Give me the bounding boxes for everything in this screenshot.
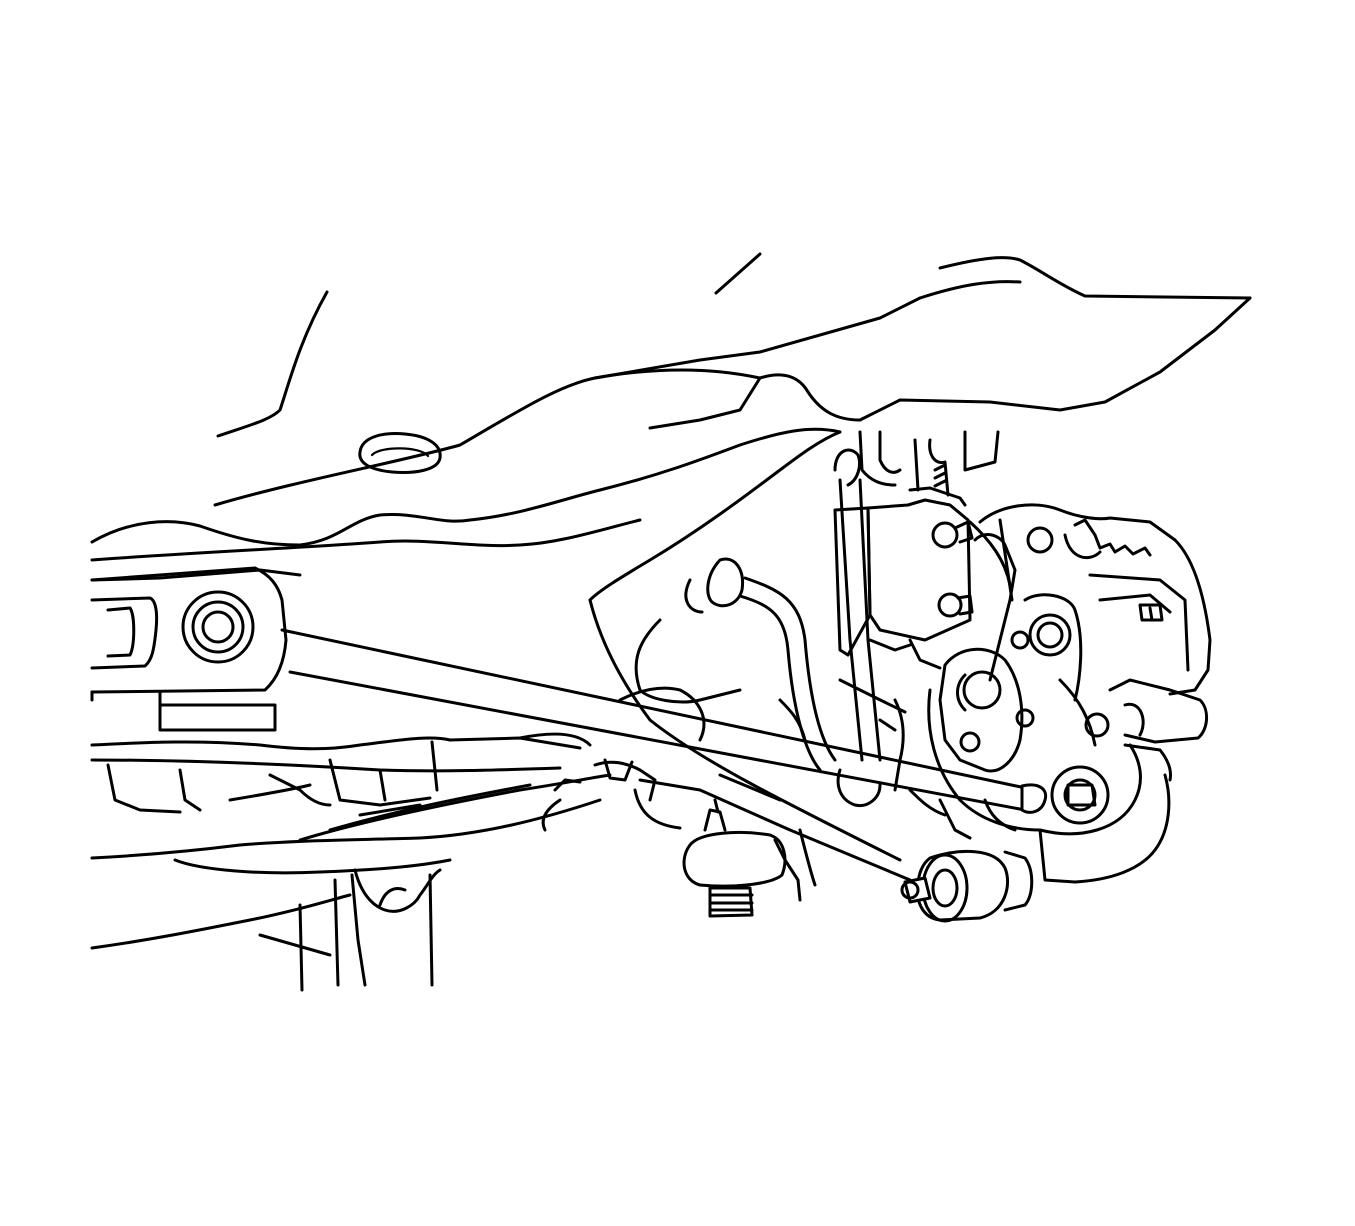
lower-ball-joint <box>682 798 817 918</box>
lateral-link-rod <box>280 628 1048 814</box>
knuckle-pivot-bolt <box>908 765 1110 840</box>
bracket-bolts <box>931 520 974 618</box>
trailing-arm-bushing <box>181 590 255 664</box>
stabilizer-bar <box>618 557 837 772</box>
steering-knuckle <box>927 647 1172 884</box>
brake-caliper <box>978 503 1212 744</box>
lower-left-members <box>258 868 442 992</box>
underbody-floor-pan <box>213 252 1252 507</box>
floor-grommet <box>358 432 442 474</box>
link-end-bushing <box>900 849 1034 923</box>
mid-bracket <box>541 678 907 832</box>
knuckle-bracket <box>833 498 972 670</box>
lower-control-link <box>588 598 912 882</box>
lower-subframe <box>90 732 612 950</box>
subframe-upper-edge <box>90 427 842 602</box>
shock-absorber-mount <box>858 430 1000 507</box>
stabilizer-link <box>833 448 882 808</box>
trailing-arm-bracket <box>90 566 288 732</box>
hub-assembly <box>968 518 1110 747</box>
